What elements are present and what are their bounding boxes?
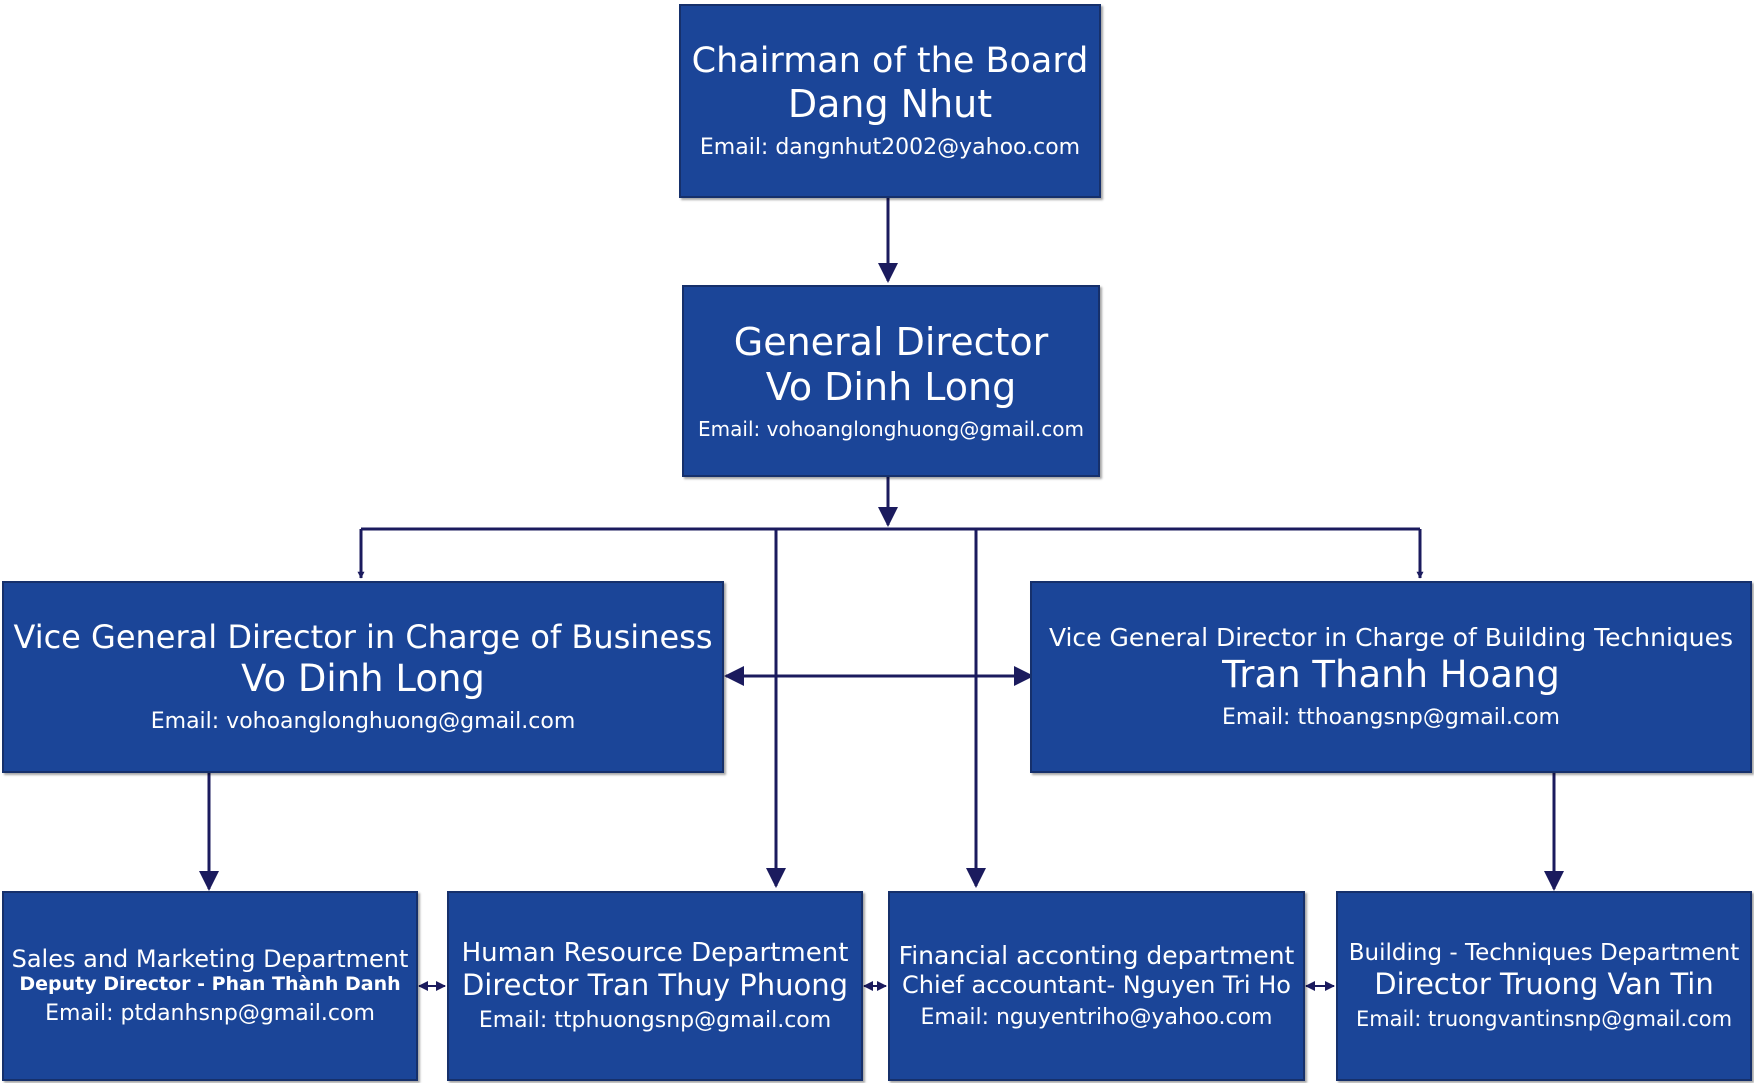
department-human-resource-box: Human Resource Department Director Tran … [447, 891, 863, 1081]
department-head: Director Truong Van Tin [1374, 967, 1714, 1002]
vice-director-business-title: Vice General Director in Charge of Busin… [13, 618, 713, 657]
chairman-title: Chairman of the Board [691, 40, 1089, 81]
department-building-techniques-box: Building - Techniques Department Directo… [1336, 891, 1752, 1081]
chairman-email: Email: dangnhut2002@yahoo.com [699, 135, 1081, 161]
department-email: Email: nguyentriho@yahoo.com [920, 1004, 1273, 1030]
vice-director-building-email: Email: tthoangsnp@gmail.com [1222, 704, 1560, 730]
chairman-box: Chairman of the Board Dang Nhut Email: d… [679, 4, 1101, 198]
department-sales-marketing-box: Sales and Marketing Department Deputy Di… [2, 891, 418, 1081]
department-head: Deputy Director - Phan Thành Danh [19, 972, 401, 995]
department-title: Human Resource Department [461, 937, 849, 968]
general-director-name: Vo Dinh Long [765, 365, 1017, 410]
department-head: Chief accountant- Nguyen Tri Ho [902, 970, 1291, 999]
vice-director-building-title: Vice General Director in Charge of Build… [1048, 623, 1734, 653]
vice-director-building-box: Vice General Director in Charge of Build… [1030, 581, 1752, 773]
department-financial-accounting-box: Financial acconting department Chief acc… [888, 891, 1305, 1081]
department-title: Sales and Marketing Department [11, 944, 409, 973]
vice-director-business-name: Vo Dinh Long [241, 657, 485, 701]
general-director-box: General Director Vo Dinh Long Email: voh… [682, 285, 1100, 477]
vice-director-business-box: Vice General Director in Charge of Busin… [2, 581, 724, 773]
vice-director-business-email: Email: vohoanglonghuong@gmail.com [150, 708, 576, 734]
department-email: Email: ttphuongsnp@gmail.com [478, 1008, 832, 1034]
department-head: Director Tran Thuy Phuong [461, 968, 849, 1003]
general-director-title: General Director [733, 320, 1049, 365]
department-title: Building - Techniques Department [1348, 939, 1740, 966]
department-email: Email: truongvantinsnp@gmail.com [1355, 1007, 1733, 1032]
department-email: Email: ptdanhsnp@gmail.com [45, 1001, 375, 1027]
general-director-email: Email: vohoanglonghuong@gmail.com [698, 417, 1084, 442]
vice-director-building-name: Tran Thanh Hoang [1222, 652, 1560, 696]
chairman-name: Dang Nhut [787, 82, 993, 127]
department-title: Financial acconting department [898, 941, 1295, 971]
